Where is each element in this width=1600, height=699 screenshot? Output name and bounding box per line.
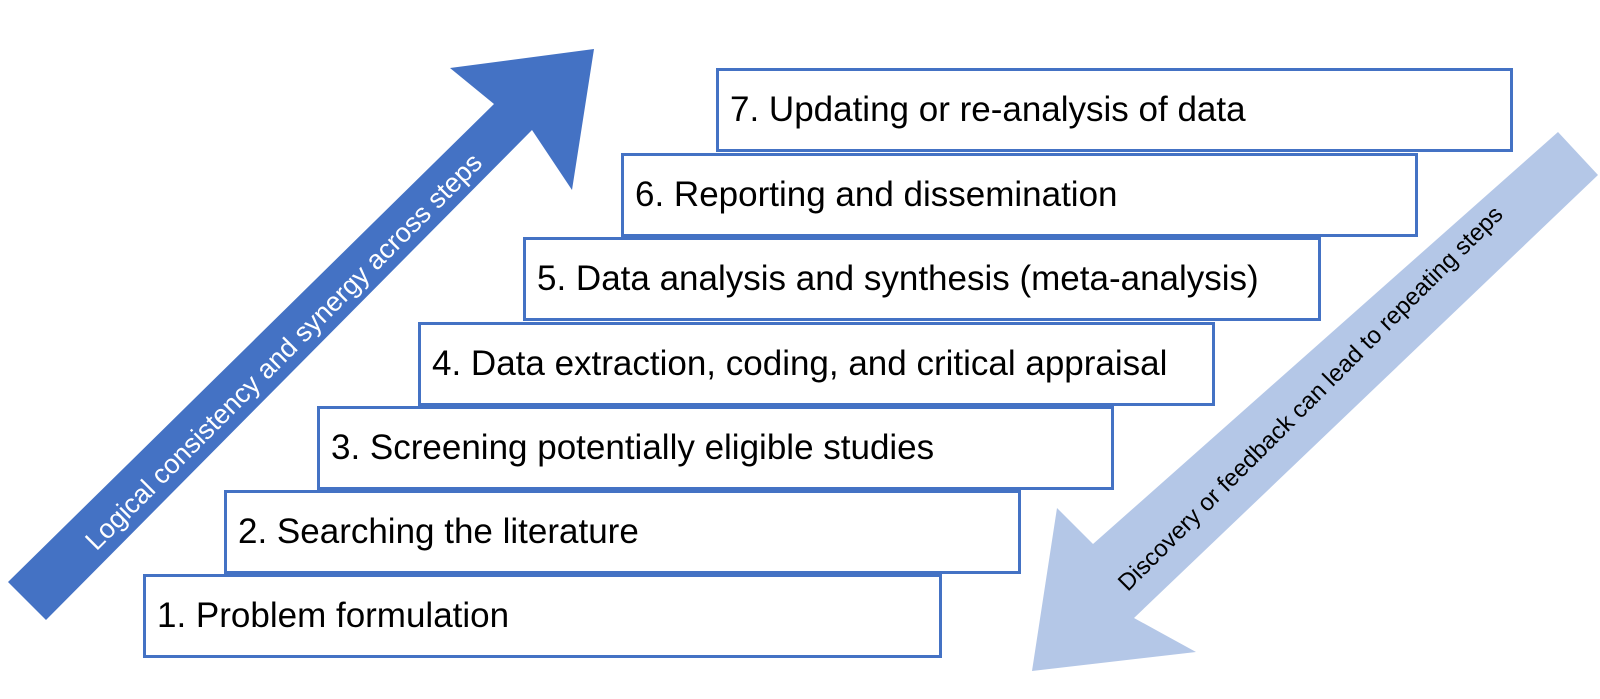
step-4-label: 4. Data extraction, coding, and critical… [432,344,1168,383]
step-3-box: 3. Screening potentially eligible studie… [317,406,1114,490]
step-3-label: 3. Screening potentially eligible studie… [331,428,935,467]
up-arrow [8,49,594,620]
down-arrow [1032,132,1598,671]
step-4-box: 4. Data extraction, coding, and critical… [418,322,1215,406]
step-2-label: 2. Searching the literature [238,512,639,551]
step-6-box: 6. Reporting and dissemination [621,153,1418,237]
step-1-label: 1. Problem formulation [157,596,510,635]
step-5-box: 5. Data analysis and synthesis (meta-ana… [523,237,1321,321]
step-1-box: 1. Problem formulation [143,574,942,658]
step-2-box: 2. Searching the literature [224,490,1021,574]
step-5-label: 5. Data analysis and synthesis (meta-ana… [537,259,1259,298]
step-7-box: 7. Updating or re-analysis of data [716,68,1513,152]
step-6-label: 6. Reporting and dissemination [635,175,1118,214]
step-7-label: 7. Updating or re-analysis of data [730,90,1246,129]
